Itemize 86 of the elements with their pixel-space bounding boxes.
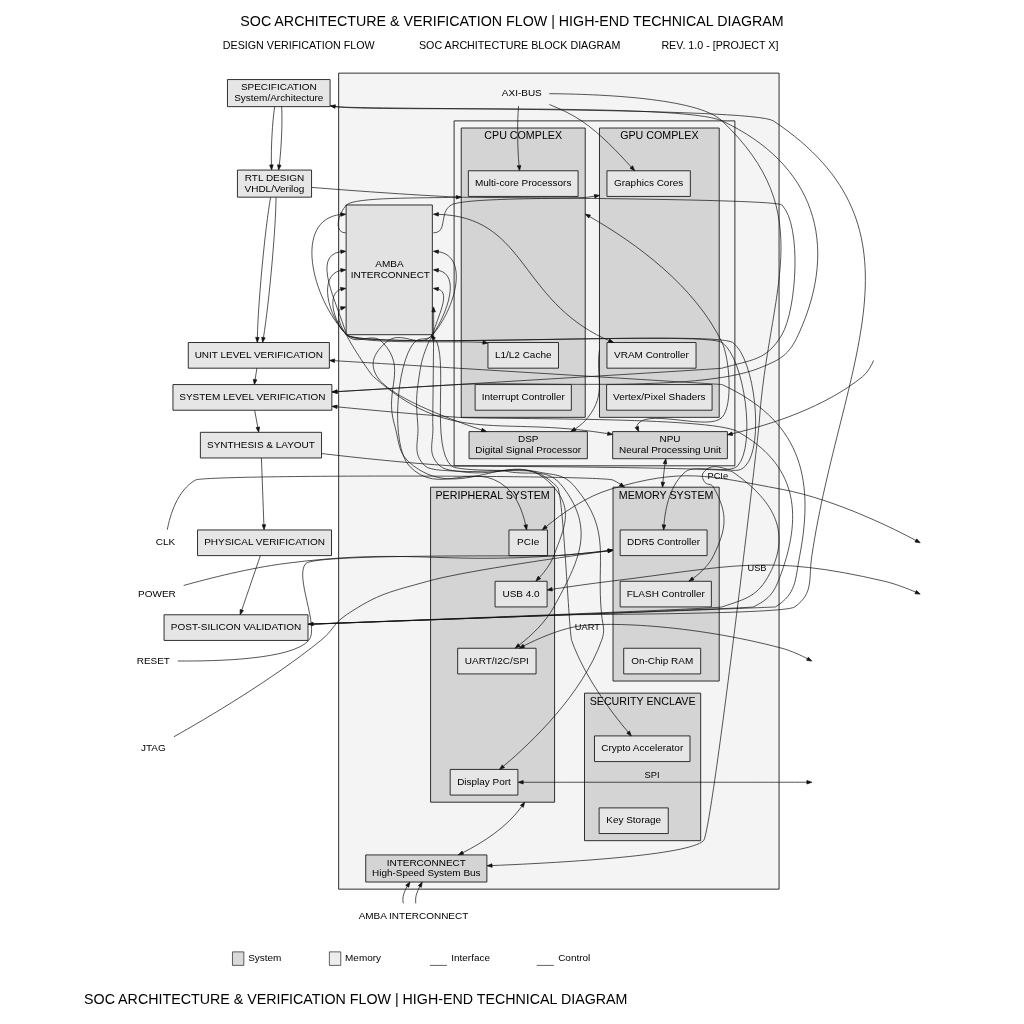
node-box: RTL DESIGN VHDL/Verilog: [236, 169, 313, 198]
arrow: [183, 548, 614, 586]
diagram-title: SOC ARCHITECTURE & VERIFICATION FLOW | HIGH-END TECHNICAL DIAGRAM: [240, 12, 784, 29]
legend-label: Memory: [345, 951, 382, 963]
arrow: [402, 881, 411, 904]
node-box: Vertex/Pixel Shaders: [606, 383, 713, 411]
node-box: INTERCONNECT High-Speed System Bus: [365, 853, 488, 882]
label: SOC ARCHITECTURE BLOCK DIAGRAM: [419, 38, 621, 51]
arrow: [337, 194, 462, 233]
node-text: JTAG: [140, 741, 166, 753]
node-box: PHYSICAL VERIFICATION: [197, 529, 332, 556]
arrow: [269, 105, 275, 170]
edge-label: PCIe: [707, 470, 729, 481]
arrow: [177, 548, 614, 661]
arrow: [415, 881, 423, 904]
node-text: POWER: [138, 587, 176, 599]
legend-label: System: [248, 951, 282, 963]
arrow: [519, 623, 813, 661]
node-box: Graphics Cores: [606, 169, 691, 197]
arrow: [541, 474, 921, 543]
arrow: [326, 249, 613, 436]
arrow: [516, 105, 522, 171]
node-box: On-Chip RAM: [623, 647, 702, 674]
arrow: [332, 286, 756, 582]
arrow: [433, 193, 600, 233]
node-box: SPECIFICATION System/Architecture: [227, 78, 331, 107]
caption: SOC ARCHITECTURE & VERIFICATION FLOW | HIGH-END TECHNICAL DIAGRAM: [84, 990, 628, 1007]
node-text: CLK: [155, 535, 176, 547]
arrow: [397, 267, 528, 530]
node-box: Interrupt Controller: [474, 383, 572, 411]
arrow: [416, 286, 566, 581]
edge-label: USB: [747, 562, 767, 573]
arrow: [372, 249, 487, 432]
arrow: [254, 409, 260, 433]
arrow: [584, 213, 730, 432]
arrow: [255, 196, 271, 343]
arrow: [486, 92, 782, 868]
edge-label: UART: [574, 621, 600, 632]
node-box: SYSTEM LEVEL VERIFICATION: [172, 383, 333, 411]
node-text: RESET: [136, 654, 170, 666]
node-text: AXI-BUS: [501, 86, 542, 98]
node-box: UNIT LEVEL VERIFICATION: [187, 341, 330, 369]
node-box: POST-SILICON VALIDATION: [163, 613, 309, 641]
arrow: [239, 554, 261, 615]
node-box: PCIe: [508, 529, 548, 556]
node-box: SYNTHESIS & LAYOUT: [199, 431, 322, 458]
arrow: [311, 211, 489, 345]
arrow: [517, 779, 813, 784]
label: REV. 1.0 - [PROJECT X]: [661, 38, 779, 51]
node-box: Display Port: [449, 768, 519, 796]
arrow: [549, 103, 636, 171]
arrow: [570, 349, 600, 432]
arrow: [327, 267, 748, 530]
node-box: NPU Neural Processing Unit: [612, 430, 728, 459]
legend-label: Interface: [451, 951, 491, 963]
arrow: [727, 359, 874, 436]
node-box: VRAM Controller: [606, 341, 697, 369]
node-box: UART/I2C/SPI: [457, 647, 537, 674]
arrow: [261, 196, 277, 343]
node-box: L1/L2 Cache: [487, 341, 559, 369]
arrow: [311, 186, 796, 394]
node-box: DSP Digital Signal Processor: [468, 430, 588, 459]
label: DESIGN VERIFICATION FLOW: [222, 38, 375, 51]
arrow: [546, 564, 921, 594]
edge-label: SPI: [644, 769, 660, 780]
node-box: AMBA INTERCONNECT: [345, 204, 433, 335]
arrow: [173, 548, 614, 737]
node-box: Key Storage: [598, 806, 669, 834]
legend-label: Control: [558, 951, 591, 963]
arrow: [253, 367, 258, 385]
node-text: AMBA INTERCONNECT: [358, 909, 469, 921]
arrow: [277, 105, 283, 170]
arrow: [430, 333, 604, 770]
arrow: [261, 457, 266, 530]
arrow: [329, 105, 818, 394]
arrow: [338, 305, 632, 736]
arrow: [431, 306, 582, 648]
node-box: Crypto Accelerator: [594, 734, 691, 762]
node-box: FLASH Controller: [619, 580, 712, 607]
arrow: [458, 801, 525, 855]
node-box: Multi-core Processors: [467, 169, 579, 197]
arrow: [166, 475, 625, 530]
arrow: [660, 458, 668, 488]
arrow: [433, 211, 615, 343]
node-box: USB 4.0: [494, 580, 548, 607]
node-box: DDR5 Controller: [619, 529, 708, 556]
